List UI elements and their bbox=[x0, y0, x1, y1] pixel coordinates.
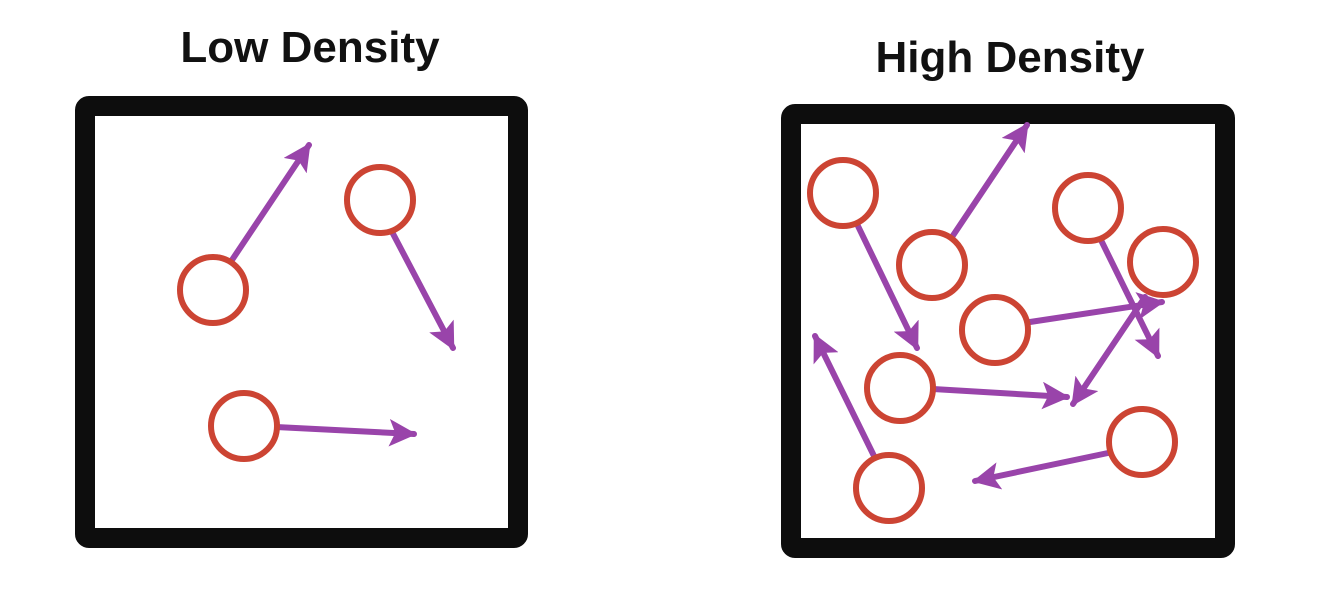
particle bbox=[1052, 172, 1124, 244]
particle bbox=[1127, 226, 1199, 298]
velocity-arrow bbox=[812, 333, 878, 461]
low-density-container bbox=[75, 96, 528, 548]
velocity-arrow bbox=[1095, 231, 1161, 359]
particle bbox=[864, 352, 936, 424]
particle bbox=[208, 390, 280, 462]
velocity-arrow bbox=[930, 381, 1070, 410]
particle bbox=[177, 254, 249, 326]
high-density-title: High Density bbox=[875, 33, 1145, 82]
particle bbox=[853, 452, 925, 524]
high-density-container bbox=[781, 104, 1235, 558]
low-density-title: Low Density bbox=[180, 23, 440, 72]
velocity-arrow bbox=[854, 221, 920, 351]
high-density-panel bbox=[781, 104, 1235, 558]
velocity-arrow bbox=[273, 418, 417, 447]
particle bbox=[959, 294, 1031, 366]
particle bbox=[807, 157, 879, 229]
particle bbox=[1106, 406, 1178, 478]
velocity-arrow bbox=[1070, 294, 1148, 407]
particle bbox=[896, 229, 968, 301]
velocity-arrow bbox=[947, 122, 1030, 243]
particle bbox=[344, 164, 416, 236]
low-density-panel bbox=[75, 96, 528, 548]
velocity-arrow bbox=[387, 225, 456, 351]
velocity-arrow bbox=[972, 450, 1111, 490]
velocity-arrow bbox=[229, 142, 312, 263]
